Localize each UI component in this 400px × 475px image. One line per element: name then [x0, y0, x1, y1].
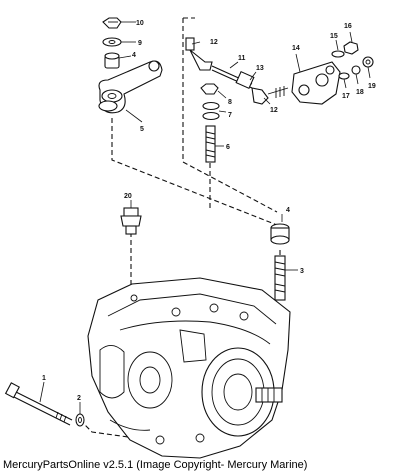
small-hardware-15-19 [331, 41, 374, 80]
sender-switch-part-20 [120, 207, 142, 235]
callout-numbers: 10 9 4 5 12 11 13 12 14 15 16 17 18 19 8… [42, 20, 376, 402]
callout-11: 11 [238, 55, 246, 62]
callout-12-right: 12 [270, 107, 278, 114]
throttle-plate-part-14 [291, 61, 341, 105]
callout-7: 7 [228, 112, 232, 119]
washer-part-9 [102, 37, 122, 47]
callout-4-upper: 4 [132, 52, 136, 59]
washers-part-7 [202, 101, 220, 121]
washer-part-2 [75, 413, 85, 427]
callout-2: 2 [77, 395, 81, 402]
callout-6: 6 [226, 144, 230, 151]
callout-19: 19 [368, 83, 376, 90]
callout-leader-lines [39, 21, 371, 414]
callout-20: 20 [124, 193, 132, 200]
bushing-part-4-upper [104, 52, 120, 69]
callout-1: 1 [42, 375, 46, 382]
callout-13: 13 [256, 65, 264, 72]
stud-part-3 [274, 255, 286, 301]
bolt-part-1 [4, 382, 73, 426]
linkage-rod-assembly [185, 37, 289, 105]
callout-9: 9 [138, 40, 142, 47]
callout-8: 8 [228, 99, 232, 106]
nut-part-10 [102, 17, 122, 29]
callout-17: 17 [342, 93, 350, 100]
copyright-caption: MercuryPartsOnline v2.5.1 (Image Copyrig… [3, 459, 308, 471]
callout-5: 5 [140, 126, 144, 133]
callout-15: 15 [330, 33, 338, 40]
callout-18: 18 [356, 89, 364, 96]
callout-12-left: 12 [210, 39, 218, 46]
callout-16: 16 [344, 23, 352, 30]
callout-10: 10 [136, 20, 144, 27]
nut-part-8 [200, 83, 219, 95]
transmission-housing [87, 277, 291, 459]
callout-4-lower: 4 [286, 207, 290, 214]
bushing-part-4-lower [270, 223, 290, 245]
stud-part-6 [205, 125, 216, 163]
callout-14: 14 [292, 45, 300, 52]
bellcrank-lever-part-5 [98, 60, 163, 114]
callout-3: 3 [300, 268, 304, 275]
